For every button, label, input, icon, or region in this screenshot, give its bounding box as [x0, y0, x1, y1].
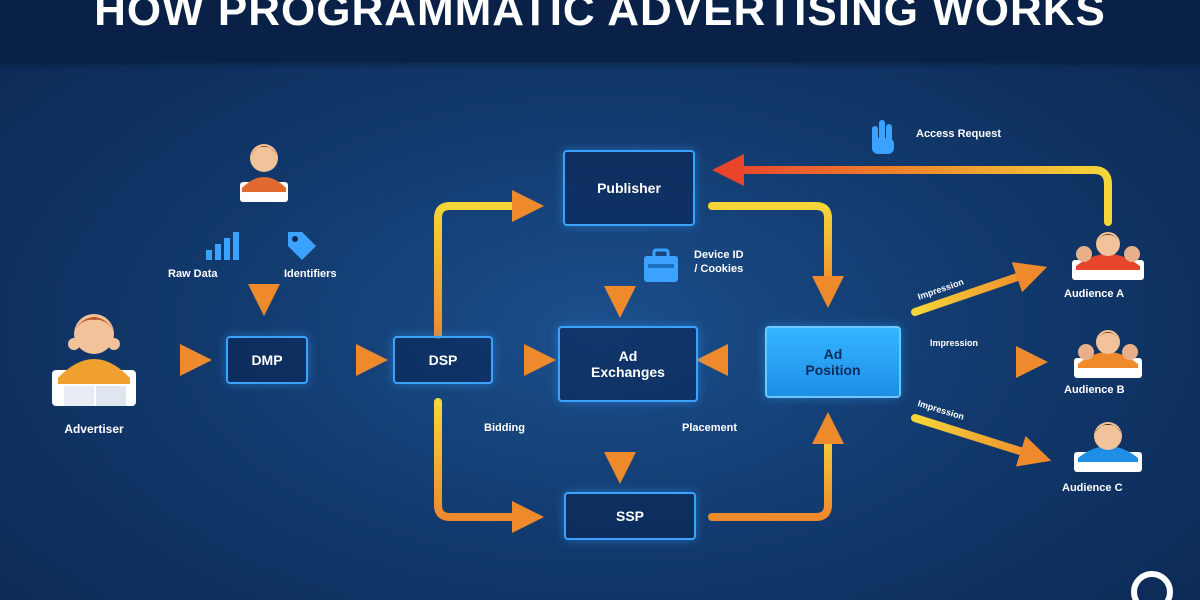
arrow-publisher-adposition: [708, 202, 844, 308]
audience-c-label: Audience C: [1062, 482, 1123, 494]
audience-b-label: Audience B: [1064, 384, 1125, 396]
ad-exchanges-node: Ad Exchanges: [558, 326, 698, 402]
bidding-label: Bidding: [484, 422, 525, 434]
placement-label: Placement: [682, 422, 738, 434]
dmp-node: DMP: [226, 336, 308, 384]
audience-c-icon: [1074, 422, 1142, 472]
title-bar: HOW PROGRAMMATIC ADVERTISING WORKS: [0, 0, 1200, 62]
arrow-impression-c: [911, 414, 1052, 467]
ad-position-node: Ad Position: [765, 326, 901, 398]
identifiers-label: Identifiers: [284, 268, 337, 280]
arrow-dsp-ssp: [434, 398, 544, 533]
raw-data-label: Raw Data: [168, 268, 218, 280]
impression-b-label: Impression: [930, 338, 979, 348]
dmp-label: DMP: [251, 351, 283, 368]
device-id-label: Device ID / Cookies: [694, 249, 744, 276]
access-request-label: Access Request: [916, 128, 1001, 140]
hand-icon: [872, 120, 894, 154]
arrow-access-request: [712, 154, 1112, 226]
brand-logo-icon: [1131, 571, 1173, 600]
audience-a-label: Audience A: [1064, 288, 1125, 300]
user-icon-top: [240, 144, 288, 202]
ad-exchanges-label: Ad Exchanges: [591, 347, 665, 380]
audience-a-icon: [1072, 232, 1144, 280]
audience-b-icon: [1074, 330, 1142, 378]
publisher-node: Publisher: [563, 150, 695, 226]
arrow-impression-a: [911, 262, 1048, 316]
arrow-dsp-publisher: [434, 190, 544, 339]
bar-chart-icon: [206, 232, 239, 260]
device-icon: [644, 248, 678, 282]
dsp-node: DSP: [393, 336, 493, 384]
ssp-node: SSP: [564, 492, 696, 540]
dsp-label: DSP: [428, 351, 458, 368]
arrow-ssp-adposition: [708, 412, 844, 521]
publisher-label: Publisher: [597, 179, 661, 196]
tag-icon: [288, 232, 316, 260]
page-title: HOW PROGRAMMATIC ADVERTISING WORKS: [94, 0, 1106, 35]
advertiser-label: Advertiser: [64, 422, 124, 436]
ssp-label: SSP: [615, 507, 644, 524]
ad-position-label: Ad Position: [805, 345, 861, 378]
advertiser-icon: [52, 314, 136, 406]
